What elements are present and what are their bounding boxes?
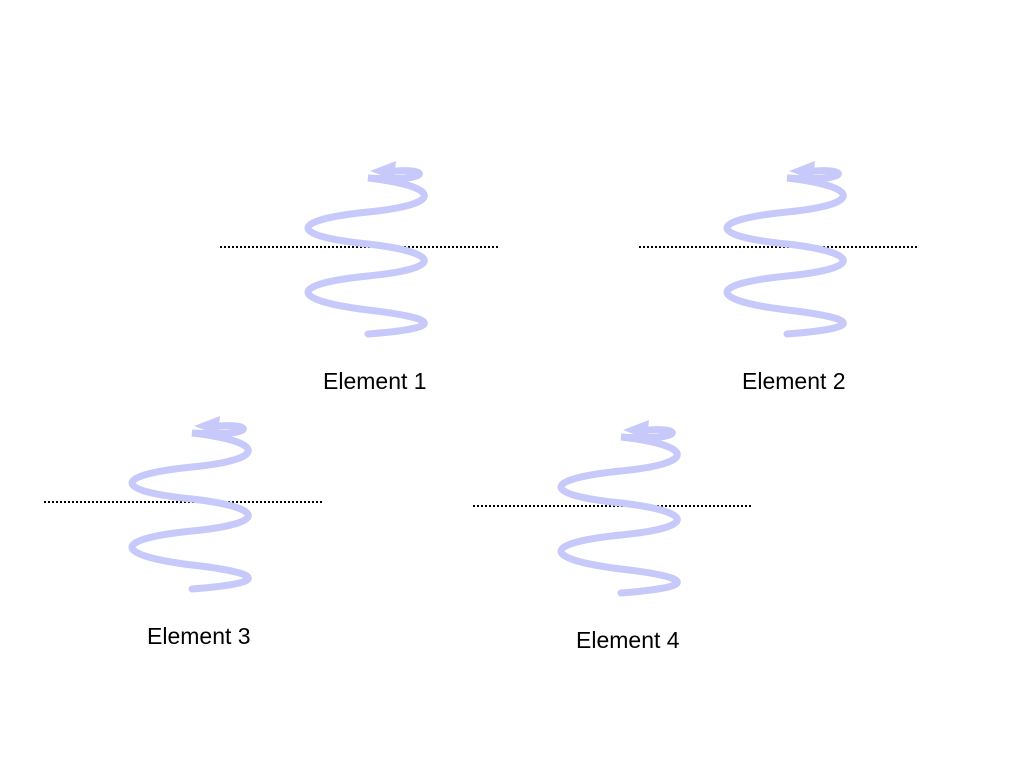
arrowhead-icon: [194, 416, 220, 435]
spiral-diagram-3: [44, 416, 322, 593]
spiral-icon: [557, 426, 681, 597]
spiral-icon: [128, 422, 252, 593]
arrowhead-icon: [789, 161, 815, 180]
element-label: Element 3: [147, 623, 251, 649]
element-1: Element 1: [218, 158, 500, 398]
spiral-icon: [723, 167, 847, 338]
spiral-diagram-4: [473, 420, 751, 597]
arrowhead-icon: [623, 420, 649, 439]
element-2: Element 2: [637, 158, 919, 398]
element-3: Element 3: [42, 413, 324, 653]
spiral-diagram-2: [639, 161, 917, 338]
element-4: Element 4: [471, 417, 753, 657]
spiral-diagram-1: [220, 161, 498, 338]
spiral-icon: [304, 167, 428, 338]
element-label: Element 4: [576, 627, 680, 653]
arrowhead-icon: [370, 161, 396, 180]
element-label: Element 2: [742, 368, 846, 394]
element-label: Element 1: [323, 368, 427, 394]
